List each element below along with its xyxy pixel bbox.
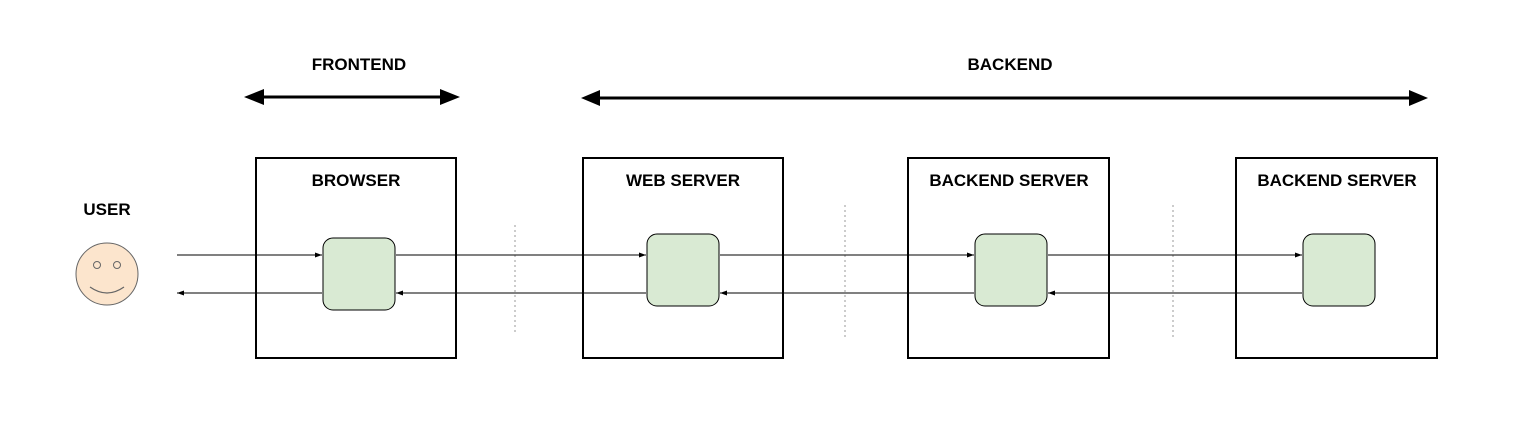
- backend-server-label-1: BACKEND SERVER: [929, 171, 1088, 190]
- frontend-arrowhead-right: [440, 89, 460, 105]
- user-label: USER: [83, 200, 130, 219]
- backend-server-node-2: [1302, 233, 1376, 307]
- backend-server-box-1: [907, 157, 1110, 359]
- frontend-arrowhead-left: [244, 89, 264, 105]
- web-server-label: WEB SERVER: [626, 171, 740, 190]
- smiley-face-icon: [75, 242, 139, 306]
- web-server-box: [582, 157, 784, 359]
- browser-node: [322, 237, 396, 311]
- backend-arrowhead-right: [1409, 90, 1428, 106]
- web-server-node: [646, 233, 720, 307]
- backend-arrowhead-left: [581, 90, 600, 106]
- browser-box: [255, 157, 457, 359]
- browser-label: BROWSER: [312, 171, 401, 190]
- backend-server-box-2: [1235, 157, 1438, 359]
- frontend-label: FRONTEND: [312, 55, 406, 74]
- backend-server-label-2: BACKEND SERVER: [1257, 171, 1416, 190]
- backend-label: BACKEND: [968, 55, 1053, 74]
- backend-server-node-1: [974, 233, 1048, 307]
